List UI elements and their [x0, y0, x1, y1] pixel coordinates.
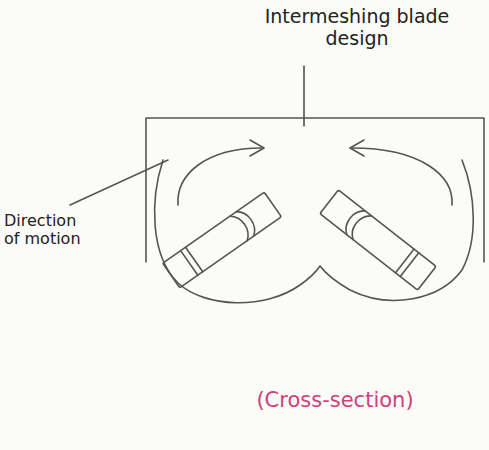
arrowhead [250, 140, 264, 156]
figure-caption: (Cross-section) [230, 388, 440, 412]
part-label: Intermeshing blade design [232, 6, 482, 50]
part-label: Direction of motion [4, 212, 82, 249]
arrowhead [350, 140, 364, 156]
trough-outline [155, 160, 474, 303]
housing-outline [146, 118, 484, 262]
rotation-arrow [352, 148, 452, 205]
blade [163, 192, 282, 288]
rotation-arrow [178, 148, 262, 205]
leader-line [303, 66, 305, 126]
blade [320, 190, 436, 290]
leader-line [70, 160, 168, 205]
